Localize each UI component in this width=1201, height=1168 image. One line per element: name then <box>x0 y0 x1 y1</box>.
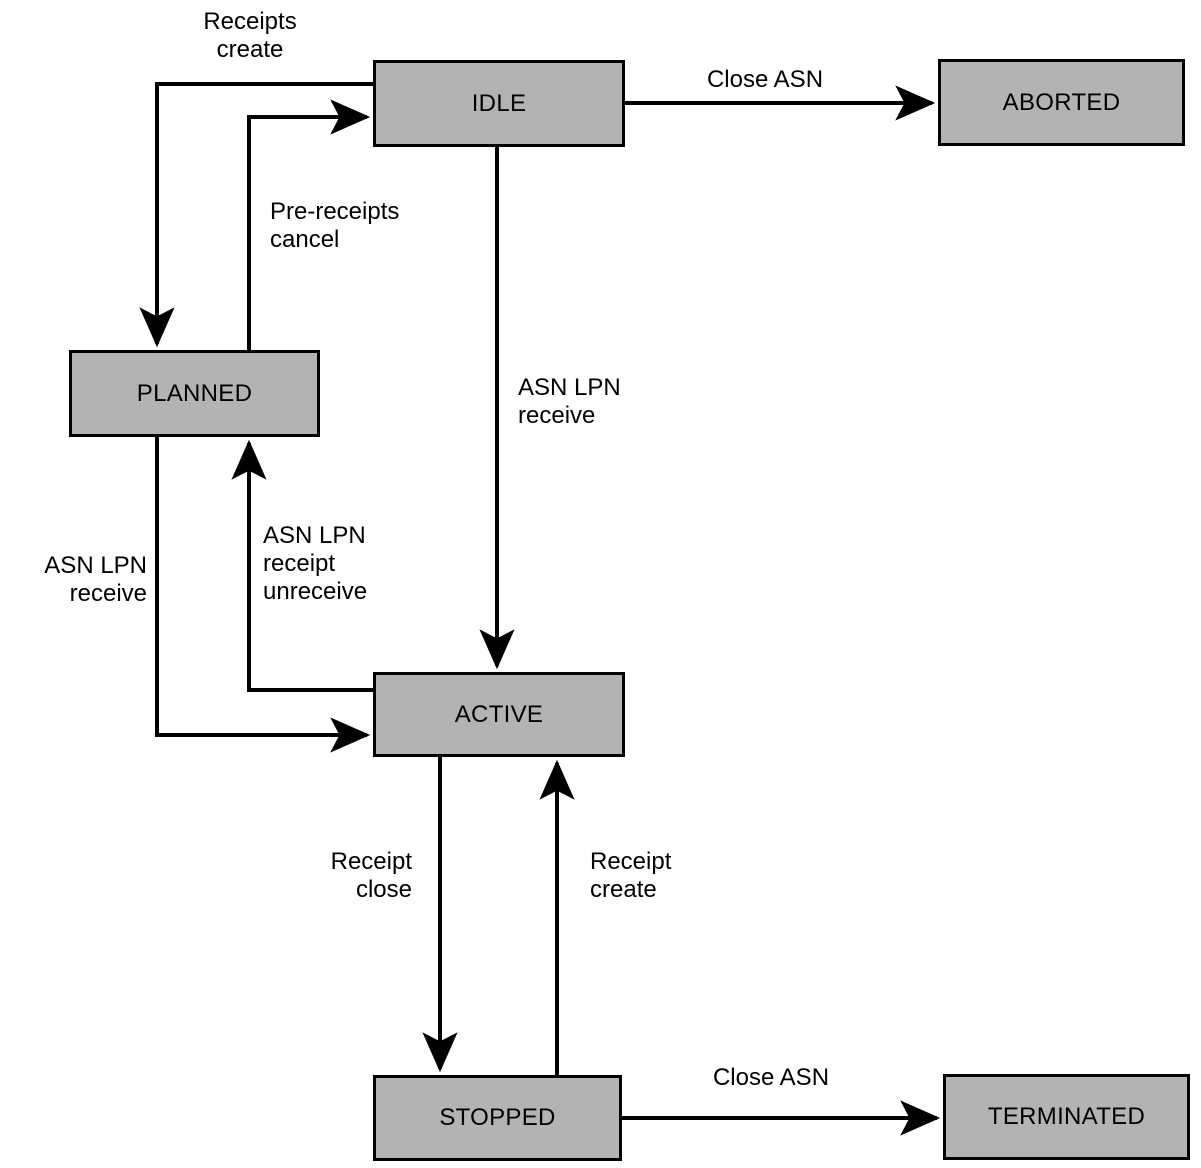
edge-idle-to-planned <box>139 82 373 348</box>
edge-label-idle-to-active: ASN LPN receive <box>518 374 621 429</box>
state-label-active: ACTIVE <box>454 700 544 728</box>
edge-label-active-to-stopped: Receipt close <box>330 848 412 903</box>
edge-planned-to-active <box>155 437 371 753</box>
edge-active-to-planned <box>231 439 373 692</box>
state-label-idle: IDLE <box>471 89 527 117</box>
edge-label-idle-to-aborted: Close ASN <box>706 66 824 93</box>
edge-planned-to-idle <box>247 99 371 350</box>
state-box-active[interactable]: ACTIVE <box>373 672 625 757</box>
edge-label-active-to-planned: ASN LPN receipt unreceive <box>263 522 368 605</box>
state-box-aborted[interactable]: ABORTED <box>938 59 1185 146</box>
edge-label-planned-to-idle: Pre-receipts cancel <box>270 198 400 253</box>
state-box-terminated[interactable]: TERMINATED <box>943 1074 1190 1160</box>
state-label-aborted: ABORTED <box>1002 88 1121 116</box>
state-label-stopped: STOPPED <box>439 1104 556 1131</box>
edge-label-stopped-to-terminated: Close ASN <box>712 1064 830 1091</box>
state-box-idle[interactable]: IDLE <box>373 60 625 147</box>
state-label-planned: PLANNED <box>136 379 253 407</box>
state-box-stopped[interactable]: STOPPED <box>373 1075 622 1161</box>
edge-label-idle-to-planned: Receipts create <box>203 8 297 63</box>
state-box-planned[interactable]: PLANNED <box>69 350 320 437</box>
edge-label-planned-to-active: ASN LPN receive <box>44 552 147 607</box>
edge-label-stopped-to-active: Receipt create <box>590 848 672 903</box>
state-label-terminated: TERMINATED <box>987 1103 1146 1130</box>
